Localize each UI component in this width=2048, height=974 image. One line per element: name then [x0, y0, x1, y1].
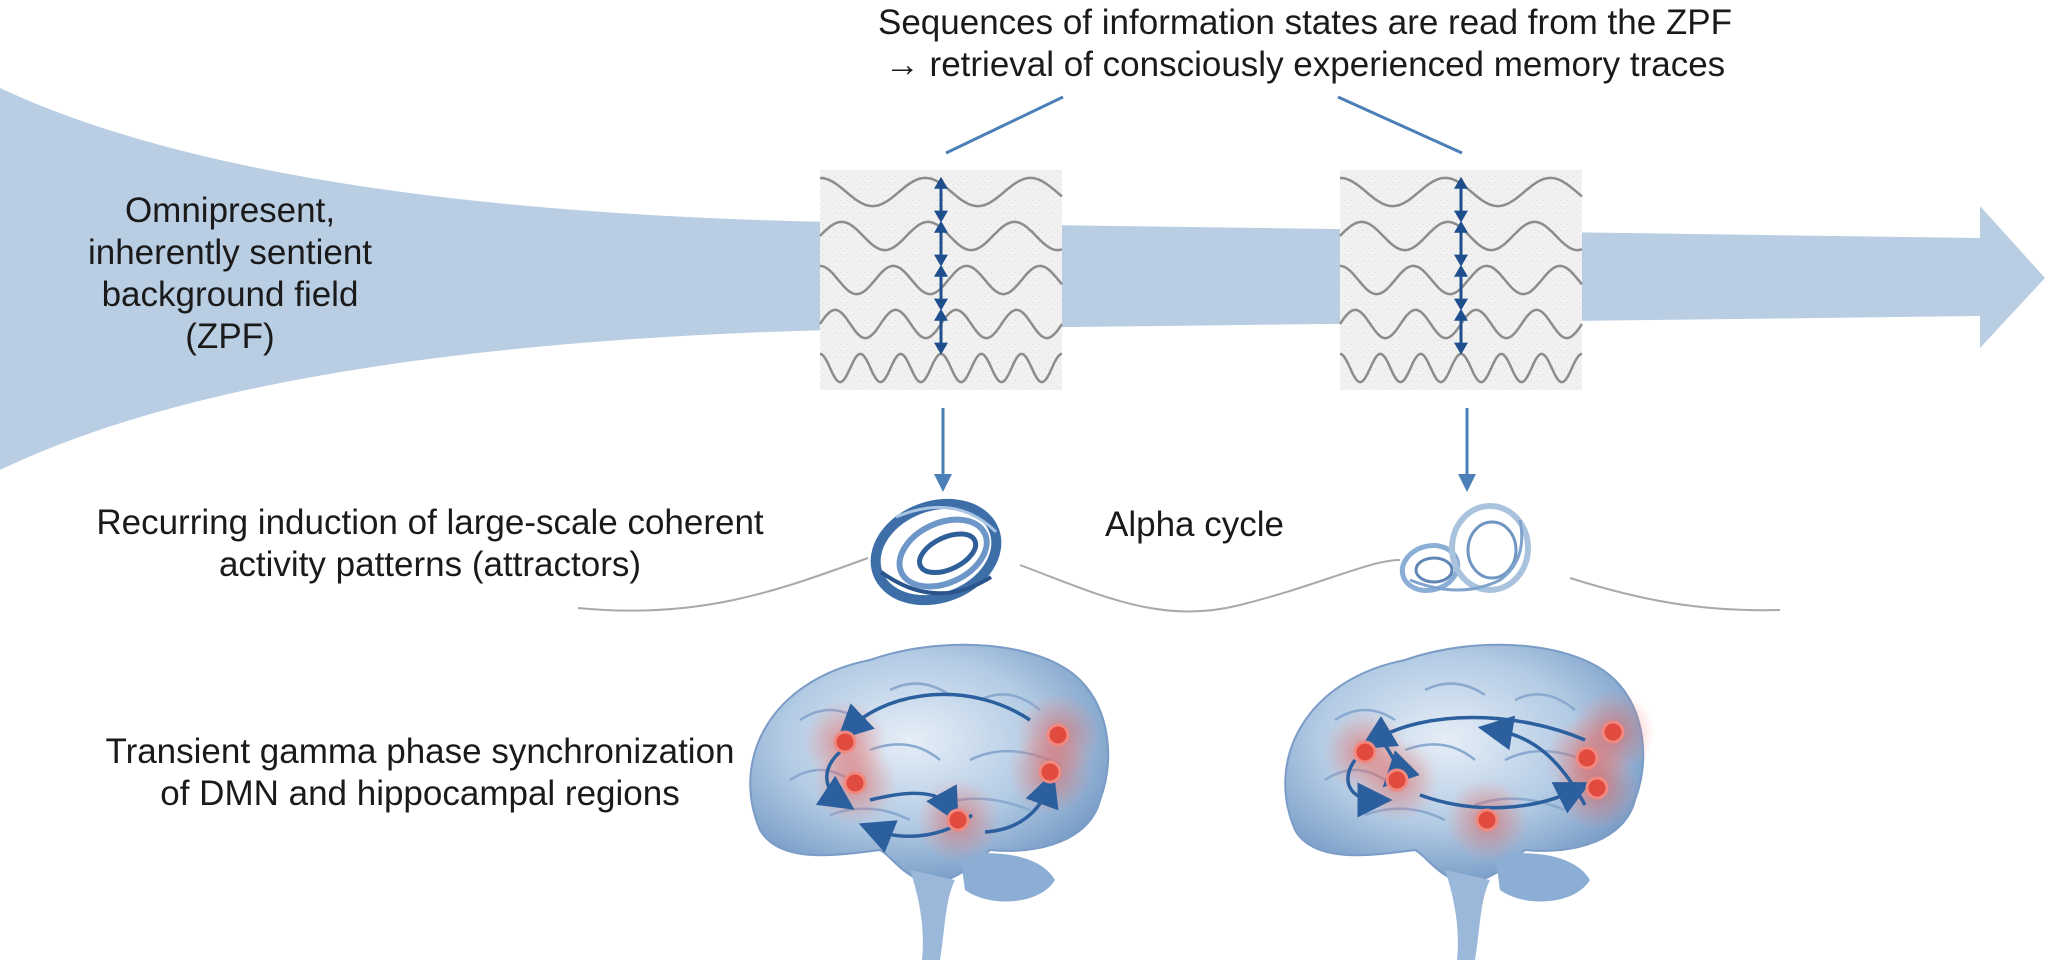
field-line-3: background field	[101, 275, 359, 314]
attractors-line-1: Recurring induction of large-scale coher…	[96, 503, 764, 542]
header-text: Sequences of information states are read…	[690, 2, 1920, 86]
sync-arrow	[984, 771, 1059, 834]
double-arrow-icon	[1454, 308, 1468, 355]
hotspot-dot	[946, 808, 970, 832]
attractor-torus-icon	[870, 498, 1002, 606]
brainstem	[910, 870, 955, 960]
alpha-cycle-wave	[577, 557, 1781, 613]
hotspot-dot	[833, 730, 857, 754]
hotspot-dot	[1046, 723, 1070, 747]
hotspot-dot	[1385, 768, 1409, 792]
brain-icon	[749, 643, 1110, 960]
header-line-2: → retrieval of consciously experienced m…	[884, 45, 1726, 84]
alpha-cycle-label: Alpha cycle	[1105, 505, 1284, 544]
down-arrow-left-head	[934, 474, 952, 492]
header-connector-right	[1337, 95, 1463, 155]
field-label: Omnipresent, inherently sentient backgro…	[40, 190, 420, 358]
field-line-1: Omnipresent,	[124, 191, 336, 230]
header-line-1: Sequences of information states are read…	[877, 3, 1733, 42]
double-arrow-icon	[934, 220, 948, 267]
down-arrow-right-head	[1458, 474, 1476, 492]
sync-arrow	[1419, 782, 1591, 814]
brain-right	[1284, 643, 1655, 960]
hotspot-dot	[1038, 760, 1062, 784]
brainstem	[1445, 870, 1490, 960]
hotspot-dot	[1585, 776, 1609, 800]
hotspot-dot	[843, 771, 867, 795]
attractor-lorenz-icon	[1399, 503, 1531, 593]
sync-arrow	[837, 692, 1031, 741]
double-arrow-icon	[1454, 176, 1468, 223]
field-line-2: inherently sentient	[87, 233, 373, 272]
sync-arrow	[1346, 758, 1393, 818]
gamma-label: Transient gamma phase synchronization of…	[60, 731, 780, 815]
header-connector-left	[945, 95, 1064, 155]
brain-left	[749, 643, 1110, 960]
sync-arrow	[1359, 715, 1586, 749]
double-arrow-icon	[934, 264, 948, 311]
gamma-line-1: Transient gamma phase synchronization	[105, 732, 735, 771]
field-line-4: (ZPF)	[185, 317, 275, 356]
sync-arrow	[869, 784, 959, 824]
sync-arrow	[815, 750, 855, 810]
hotspot-dot	[1475, 808, 1499, 832]
hotspot-dot	[1601, 720, 1625, 744]
hotspot-dot	[1353, 740, 1377, 764]
double-arrow-icon	[1454, 220, 1468, 267]
wave-panel-left	[818, 170, 1064, 390]
gamma-line-2: of DMN and hippocampal regions	[160, 774, 680, 813]
double-arrow-icon	[1454, 264, 1468, 311]
wave-panel-right	[1338, 170, 1584, 390]
double-arrow-icon	[934, 176, 948, 223]
brain-icon	[1284, 643, 1655, 960]
attractors-label: Recurring induction of large-scale coher…	[60, 502, 800, 586]
hotspot-dot	[1575, 746, 1599, 770]
cerebellum	[1495, 853, 1590, 902]
double-arrow-icon	[934, 308, 948, 355]
cerebellum	[960, 853, 1055, 902]
sync-arrow	[1477, 715, 1587, 806]
attractors-line-2: activity patterns (attractors)	[218, 545, 642, 584]
